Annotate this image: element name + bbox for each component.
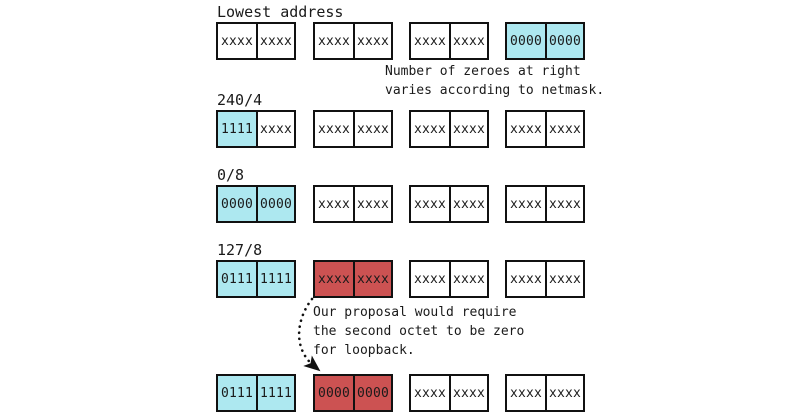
nibble-cell: xxxx: [449, 262, 487, 296]
nibble-cell: 0111: [220, 385, 254, 401]
nibble-cell: xxxx: [413, 271, 447, 287]
nibble-cell: 0000: [545, 24, 583, 58]
nibble-cell: xxxx: [413, 33, 447, 49]
nibble-cell: xxxx: [353, 112, 391, 146]
nibble-cell: 1111: [218, 112, 256, 146]
nibble-cell: xxxx: [545, 262, 583, 296]
nibble-cell: 1111: [256, 262, 294, 296]
nibble-cell: xxxx: [256, 24, 294, 58]
nibble-cell: 0000: [353, 376, 391, 410]
loopback-note: Our proposal would require the second oct…: [313, 303, 524, 360]
nibble-cell: 0000: [317, 385, 351, 401]
nibble-cell: xxxx: [509, 271, 543, 287]
nibble-cell: xxxx: [449, 24, 487, 58]
nibble-cell: xxxx: [256, 112, 294, 146]
nibble-cell: 0000: [509, 33, 543, 49]
nibble-cell: xxxx: [545, 187, 583, 221]
nibble-cell: xxxx: [449, 187, 487, 221]
nibble-cell: xxxx: [509, 121, 543, 137]
row-label: Lowest address: [217, 3, 344, 21]
nibble-cell: xxxx: [413, 385, 447, 401]
nibble-cell: xxxx: [413, 196, 447, 212]
nibble-cell: xxxx: [317, 121, 351, 137]
note-line: for loopback.: [313, 343, 415, 358]
nibble-cell: xxxx: [509, 196, 543, 212]
nibble-cell: xxxx: [449, 112, 487, 146]
note-line: Our proposal would require: [313, 305, 517, 320]
nibble-cell: xxxx: [317, 271, 351, 287]
nibble-cell: xxxx: [317, 33, 351, 49]
note-line: varies according to netmask.: [385, 83, 605, 98]
note-line: Number of zeroes at right: [385, 64, 581, 79]
nibble-cell: 1111: [256, 376, 294, 410]
nibble-cell: xxxx: [545, 112, 583, 146]
nibble-cell: xxxx: [545, 376, 583, 410]
nibble-cell: 0111: [220, 271, 254, 287]
nibble-cell: xxxx: [449, 376, 487, 410]
nibble-cell: xxxx: [413, 121, 447, 137]
nibble-cell: xxxx: [509, 385, 543, 401]
row-label: 127/8: [217, 241, 263, 259]
nibble-cell: 0000: [220, 196, 254, 212]
nibble-cell: xxxx: [220, 33, 254, 49]
netmask-note: Number of zeroes at right varies accordin…: [385, 62, 604, 100]
note-line: the second octet to be zero: [313, 324, 525, 339]
nibble-cell: 0000: [256, 187, 294, 221]
nibble-cell: xxxx: [353, 262, 391, 296]
nibble-cell: xxxx: [353, 187, 391, 221]
row-label: 240/4: [217, 91, 263, 109]
row-label: 0/8: [217, 166, 245, 184]
nibble-cell: xxxx: [353, 24, 391, 58]
nibble-cell: xxxx: [317, 196, 351, 212]
